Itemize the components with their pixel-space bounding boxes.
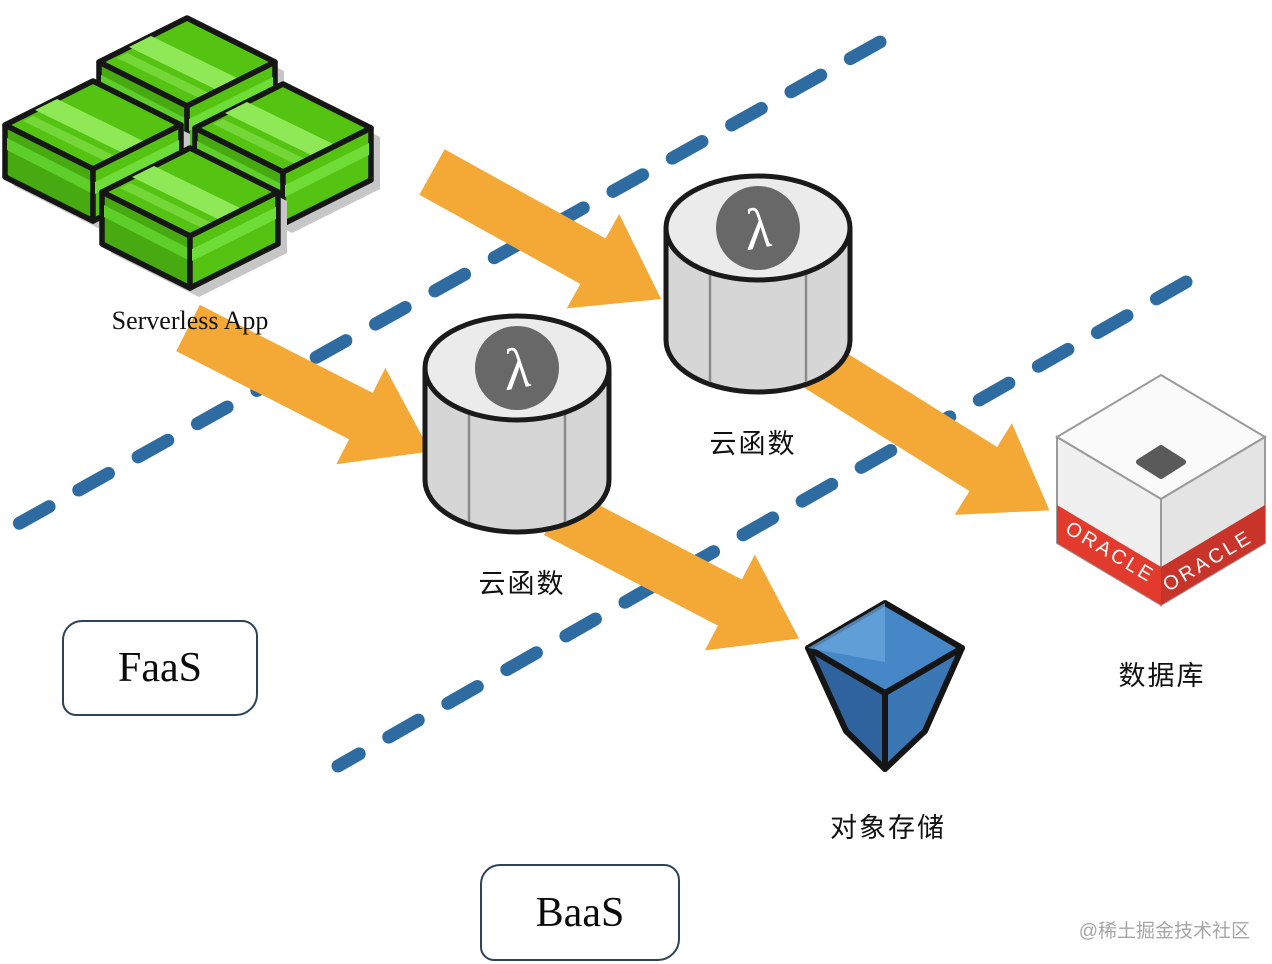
cube-top-port-icon bbox=[1136, 445, 1186, 479]
baas-zone-label: BaaS bbox=[535, 889, 625, 936]
faas-zone-label: FaaS bbox=[118, 645, 202, 691]
cloud-function-lower-shape: λ bbox=[422, 313, 612, 535]
lambda-icon bbox=[475, 326, 559, 410]
object-storage-label: 对象存储 bbox=[830, 813, 946, 843]
faas-zone-box: FaaS bbox=[62, 620, 258, 716]
watermark: @稀土掘金技术社区 bbox=[1078, 921, 1250, 942]
cloud-function-upper-label: 云函数 bbox=[709, 429, 797, 459]
faas-zone-divider-line bbox=[11, 35, 887, 531]
baas-zone-divider-line bbox=[331, 275, 1193, 773]
flow-arrows bbox=[176, 149, 1050, 651]
oracle-band-left bbox=[1057, 505, 1161, 605]
database-cube: ORACLE ORACLE bbox=[1055, 373, 1267, 607]
arrow-app-to-upper-function bbox=[419, 149, 662, 309]
cloud-function-upper-shape: λ bbox=[663, 173, 853, 395]
cloud-function-lower-label: 云函数 bbox=[478, 569, 566, 599]
lambda-icon bbox=[716, 186, 800, 270]
database-label: 数据库 bbox=[1118, 661, 1206, 691]
serverless-app-boxes bbox=[5, 18, 380, 297]
oracle-band-right bbox=[1161, 505, 1265, 605]
object-storage-bucket bbox=[805, 600, 965, 772]
arrow-function-to-storage bbox=[543, 488, 800, 651]
arrow-function-to-database bbox=[798, 339, 1050, 515]
serverless-app-label: Serverless App bbox=[111, 306, 269, 335]
arrow-app-to-lower-function bbox=[176, 304, 431, 465]
baas-zone-box: BaaS bbox=[480, 864, 680, 961]
